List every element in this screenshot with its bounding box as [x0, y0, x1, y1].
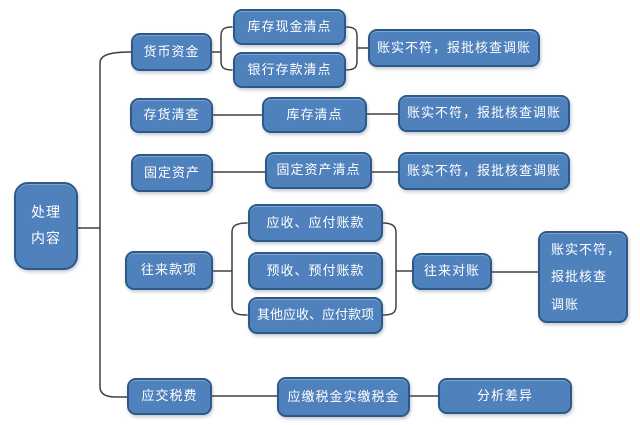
node-label: 存货清查 — [143, 107, 200, 123]
node-label: 库存现金清点 — [247, 18, 332, 34]
trunk-line — [77, 51, 132, 398]
node-label: 应缴税金实缴税金 — [287, 388, 400, 404]
node-current-result: 账实不符， 报批核查 调账 — [538, 231, 628, 323]
node-root-line2: 内容 — [31, 230, 61, 246]
node-label: 账实不符，报批核查调账 — [406, 162, 561, 178]
node-monetary-funds: 货币资金 — [131, 33, 212, 71]
node-inventory-count: 库存清点 — [262, 97, 367, 133]
node-current-result-line3: 调账 — [551, 296, 580, 312]
node-label: 账实不符，报批核查调账 — [406, 105, 561, 121]
node-analyze-difference: 分析差异 — [438, 378, 572, 414]
node-tax-comparison: 应缴税金实缴税金 — [277, 377, 410, 417]
node-cash-on-hand-count: 库存现金清点 — [233, 9, 346, 45]
node-label: 货币资金 — [143, 43, 200, 59]
node-advance-prepaid: 预收、预付账款 — [248, 252, 383, 290]
node-label: 往来对账 — [423, 263, 480, 279]
node-fixed-assets-result: 账实不符，报批核查调账 — [398, 152, 570, 190]
node-inventory-result: 账实不符，报批核查调账 — [398, 95, 570, 132]
node-label: 往来款项 — [140, 262, 197, 278]
node-inventory-check: 存货清查 — [130, 98, 213, 133]
node-label: 固定资产 — [143, 164, 200, 180]
node-label: 库存清点 — [286, 106, 343, 122]
bracket-current-left — [212, 222, 248, 316]
node-other-receivable-payable: 其他应收、应付款项 — [248, 297, 383, 334]
node-receivable-payable: 应收、应付账款 — [248, 204, 383, 242]
node-label: 预收、预付账款 — [266, 262, 365, 278]
node-fixed-assets: 固定资产 — [131, 154, 213, 192]
node-label: 账实不符，报批核查调账 — [376, 39, 531, 55]
node-label: 应收、应付账款 — [266, 214, 365, 230]
node-current-result-line1: 账实不符， — [551, 242, 622, 258]
node-monetary-result: 账实不符，报批核查调账 — [368, 29, 540, 67]
node-current-accounts: 往来款项 — [125, 251, 213, 290]
node-taxes-payable: 应交税费 — [127, 378, 212, 415]
bracket-monetary-left — [211, 26, 233, 71]
node-label: 应交税费 — [141, 388, 198, 404]
bracket-monetary-right — [345, 26, 369, 71]
node-label: 其他应收、应付款项 — [256, 307, 374, 323]
node-root-line1: 处理 — [31, 204, 61, 221]
node-reconciliation: 往来对账 — [412, 253, 492, 290]
bracket-current-right — [382, 222, 413, 316]
node-fixed-assets-count: 固定资产清点 — [265, 152, 372, 189]
node-label: 分析差异 — [476, 387, 533, 403]
node-current-result-line2: 报批核查 — [551, 269, 608, 285]
node-label: 固定资产清点 — [276, 162, 361, 178]
node-bank-deposit-count: 银行存款清点 — [233, 52, 346, 88]
line-inventory — [212, 113, 399, 116]
node-root: 处理 内容 — [14, 182, 78, 270]
node-label: 银行存款清点 — [247, 61, 332, 77]
